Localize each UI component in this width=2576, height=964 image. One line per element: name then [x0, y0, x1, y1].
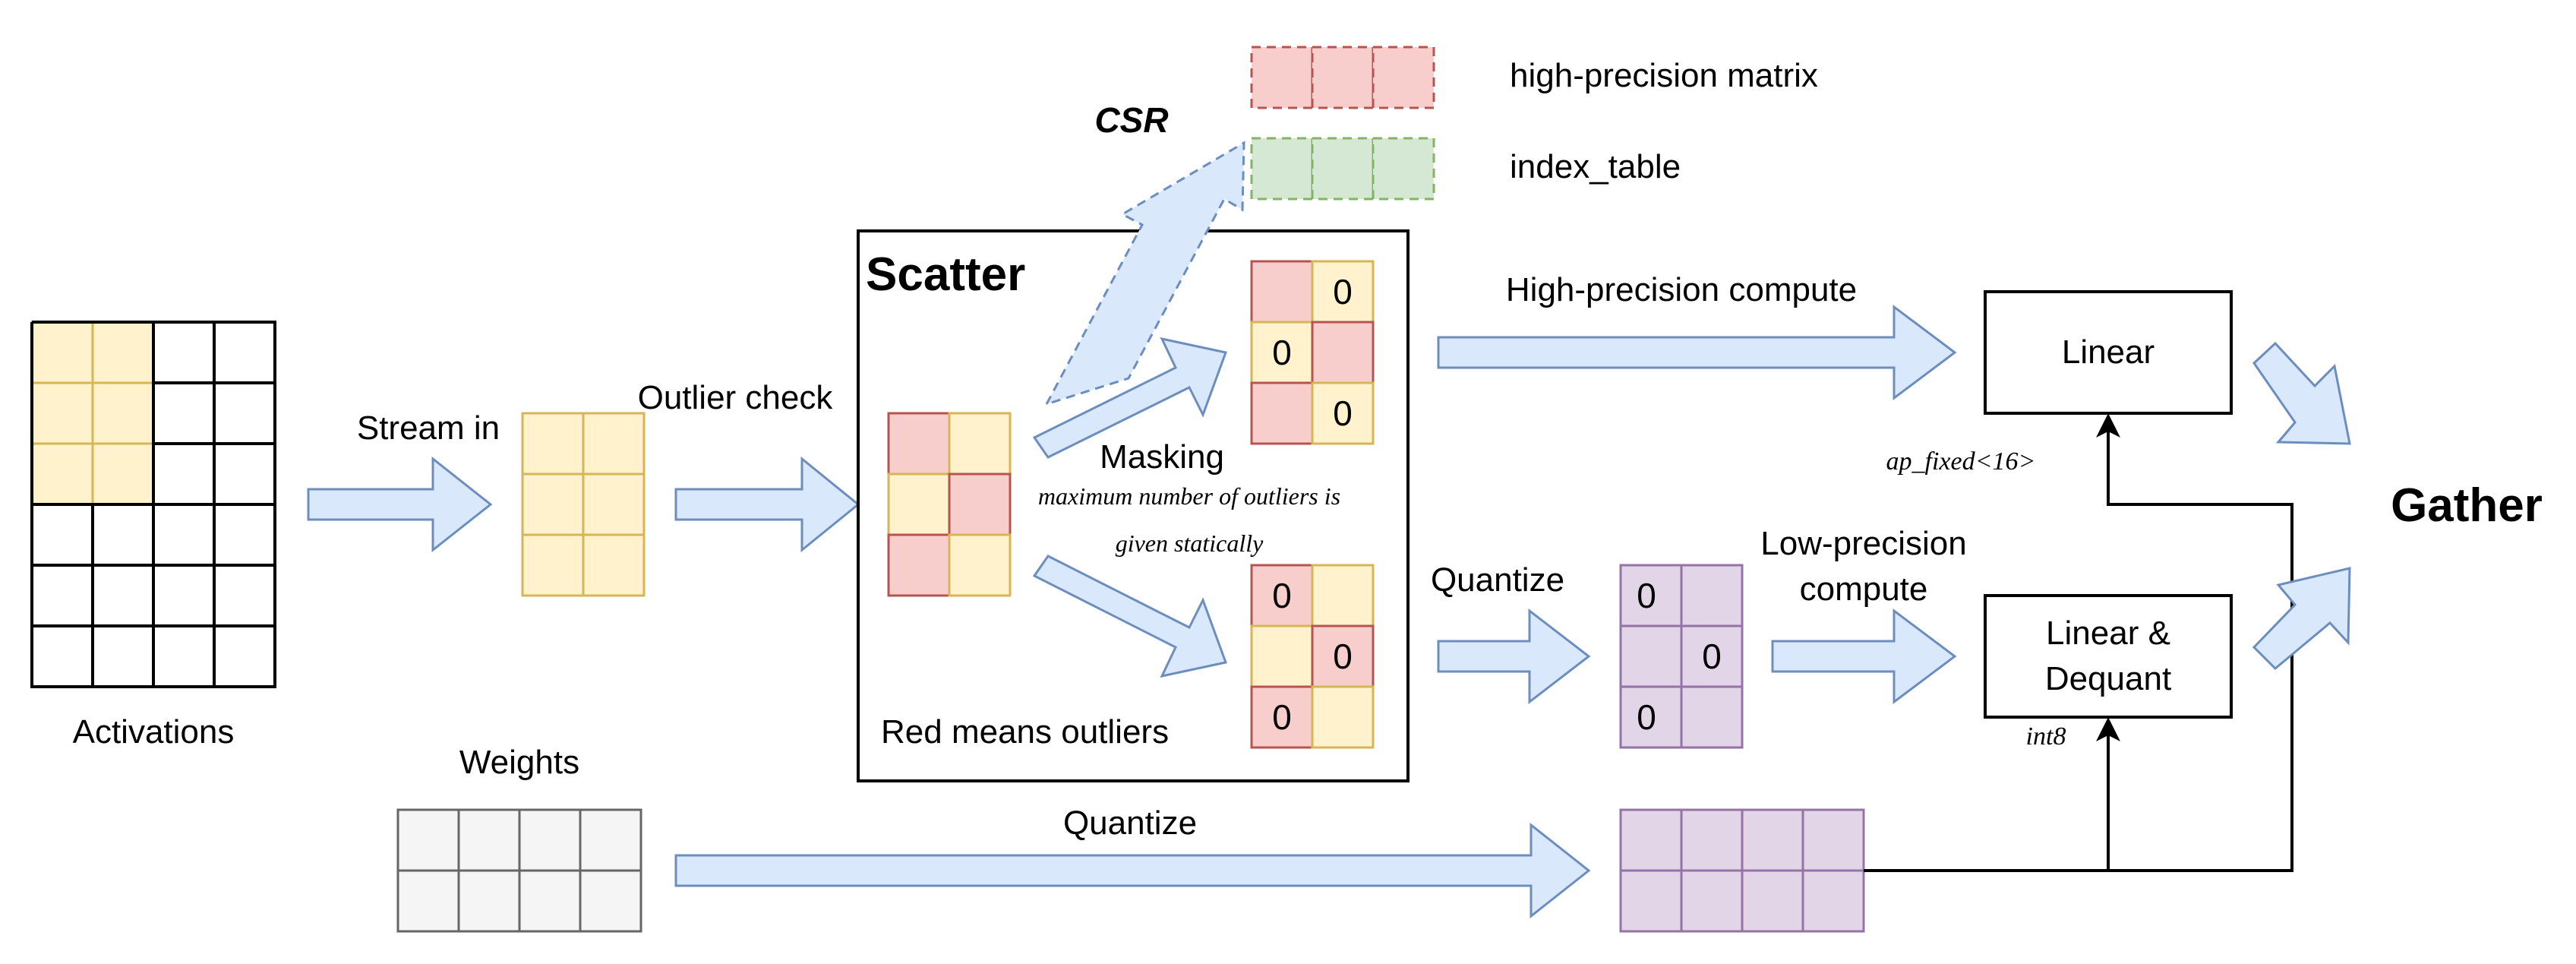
scatter-title: Scatter: [866, 248, 1025, 301]
streamed-chunk-matrix: [521, 412, 646, 597]
linear-dequant-line1: Linear &: [2046, 615, 2170, 652]
quantize-arrow-bottom: [674, 822, 1591, 919]
high-precision-matrix: [1250, 260, 1375, 445]
low-precision-matrix: [1250, 564, 1375, 749]
csr-arrow: [1043, 141, 1245, 406]
q-cell-0: 0: [1637, 576, 1656, 615]
weights-connector-lines: [1864, 425, 2293, 872]
stream-in-arrow: [307, 456, 493, 553]
masking-arrow-lower: [1032, 555, 1228, 678]
high-precision-compute-label: High-precision compute: [1506, 271, 1857, 308]
quantized-weights-matrix: [1619, 808, 1865, 933]
lp-cell-0: 0: [1272, 576, 1292, 615]
quantize-bottom-label: Quantize: [1063, 804, 1197, 842]
low-precision-line2: compute: [1800, 570, 1928, 608]
legend-index-table-label: index_table: [1510, 148, 1681, 185]
linear-dequant-box: [1984, 594, 2233, 719]
csr-label: CSR: [1094, 100, 1168, 140]
linear-arrowhead: [2096, 413, 2120, 438]
low-precision-compute-arrow: [1771, 608, 1957, 704]
scatter-input-matrix: [887, 412, 1012, 597]
quantized-activations-matrix: [1619, 564, 1744, 749]
activations-matrix: [30, 321, 276, 688]
legend-high-precision-swatch: [1250, 46, 1435, 109]
quantized-activations-values: 0 0 0: [1637, 576, 1722, 737]
high-precision-matrix-values: 0 0 0: [1272, 272, 1353, 433]
linear-label: Linear: [2062, 333, 2155, 371]
lp-cell-3: 0: [1333, 637, 1353, 676]
linear-dequant-arrowhead: [2096, 717, 2120, 741]
hp-cell-1: 0: [1333, 272, 1353, 311]
hp-cell-5: 0: [1333, 394, 1353, 433]
masking-label: Masking: [1100, 438, 1224, 476]
gather-arrow-upper: [2252, 341, 2351, 445]
q-cell-4: 0: [1637, 697, 1656, 737]
low-precision-matrix-values: 0 0 0: [1272, 576, 1353, 737]
max-outliers-line2: given statically: [1116, 529, 1264, 557]
quantize-arrow-top: [1437, 608, 1591, 705]
stream-in-label: Stream in: [357, 409, 500, 447]
gather-arrow-lower: [2252, 567, 2351, 671]
gather-label: Gather: [2391, 479, 2543, 532]
low-precision-line1: Low-precision: [1760, 525, 1966, 562]
legend-index-table-swatch: [1250, 137, 1435, 201]
activations-label: Activations: [73, 713, 235, 751]
weights-matrix: [396, 808, 642, 933]
quantize-top-label: Quantize: [1431, 561, 1564, 599]
linear-dequant-line2: Dequant: [2045, 660, 2171, 697]
int8-label: int8: [2026, 722, 2066, 751]
red-means-outliers-label: Red means outliers: [881, 713, 1169, 751]
legend: high-precision matrix index_table: [1250, 46, 1818, 201]
outlier-check-arrow: [674, 456, 860, 553]
hp-cell-2: 0: [1272, 333, 1292, 372]
max-outliers-line1: maximum number of outliers is: [1038, 482, 1340, 510]
masking-arrow-upper: [1032, 337, 1228, 459]
legend-high-precision-label: high-precision matrix: [1510, 57, 1818, 94]
q-cell-3: 0: [1702, 637, 1722, 676]
scatter-box: [857, 229, 1410, 782]
ap-fixed-label: ap_fixed<16>: [1886, 447, 2036, 476]
linear-box: [1984, 290, 2233, 415]
lp-cell-4: 0: [1272, 697, 1292, 737]
weights-label: Weights: [459, 744, 579, 781]
high-precision-compute-arrow: [1437, 305, 1957, 400]
outlier-check-label: Outlier check: [638, 379, 834, 416]
